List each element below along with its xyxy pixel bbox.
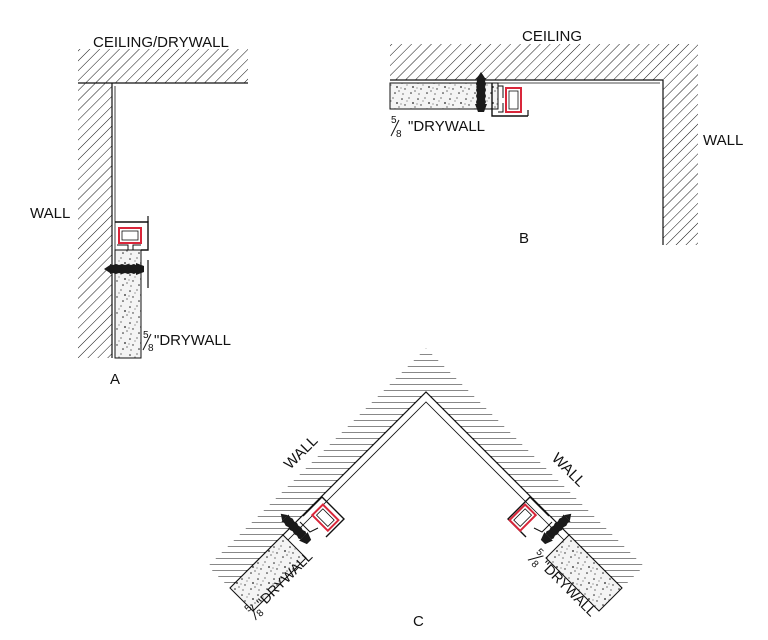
detail-a: CEILING/DRYWALL WALL 5 8 "DRYWALL A bbox=[30, 34, 248, 388]
svg-text:"DRYWALL: "DRYWALL bbox=[408, 118, 485, 135]
svg-text:5: 5 bbox=[391, 115, 397, 126]
caption-a: A bbox=[110, 371, 120, 388]
wall-structure bbox=[208, 348, 644, 588]
ceiling-structure bbox=[390, 44, 698, 80]
aluminum-channel-left bbox=[299, 496, 345, 538]
ceiling-structure bbox=[78, 49, 248, 83]
wall-label: WALL bbox=[30, 205, 70, 222]
drywall-panel-left bbox=[229, 534, 307, 612]
svg-text:8: 8 bbox=[148, 343, 154, 354]
aluminum-channel bbox=[115, 216, 149, 251]
drywall-thickness-label: 5 8 "DRYWALL bbox=[390, 115, 485, 140]
drywall-panel-right bbox=[545, 534, 623, 612]
detail-b: CEILING WALL 5 8 "DRYWALL B bbox=[389, 28, 743, 247]
screw bbox=[475, 72, 487, 112]
detail-c: WALL WALL 5 8 "DRYWALL 5 8 "DRYWALL C bbox=[208, 348, 644, 630]
wall-structure bbox=[663, 80, 698, 245]
caption-b: B bbox=[519, 230, 529, 247]
svg-text:"DRYWALL: "DRYWALL bbox=[154, 332, 231, 349]
drywall-thickness-label: 5 8 "DRYWALL bbox=[142, 330, 231, 354]
ceiling-label: CEILING bbox=[522, 28, 582, 45]
aluminum-channel-right bbox=[507, 496, 553, 538]
screw bbox=[104, 263, 144, 275]
svg-text:8: 8 bbox=[396, 129, 402, 140]
wall-structure bbox=[78, 83, 112, 358]
ceiling-label: CEILING/DRYWALL bbox=[93, 34, 229, 51]
wall-label: WALL bbox=[703, 132, 743, 149]
caption-c: C bbox=[413, 613, 424, 630]
aluminum-channel bbox=[491, 83, 529, 117]
svg-text:5: 5 bbox=[143, 330, 149, 341]
